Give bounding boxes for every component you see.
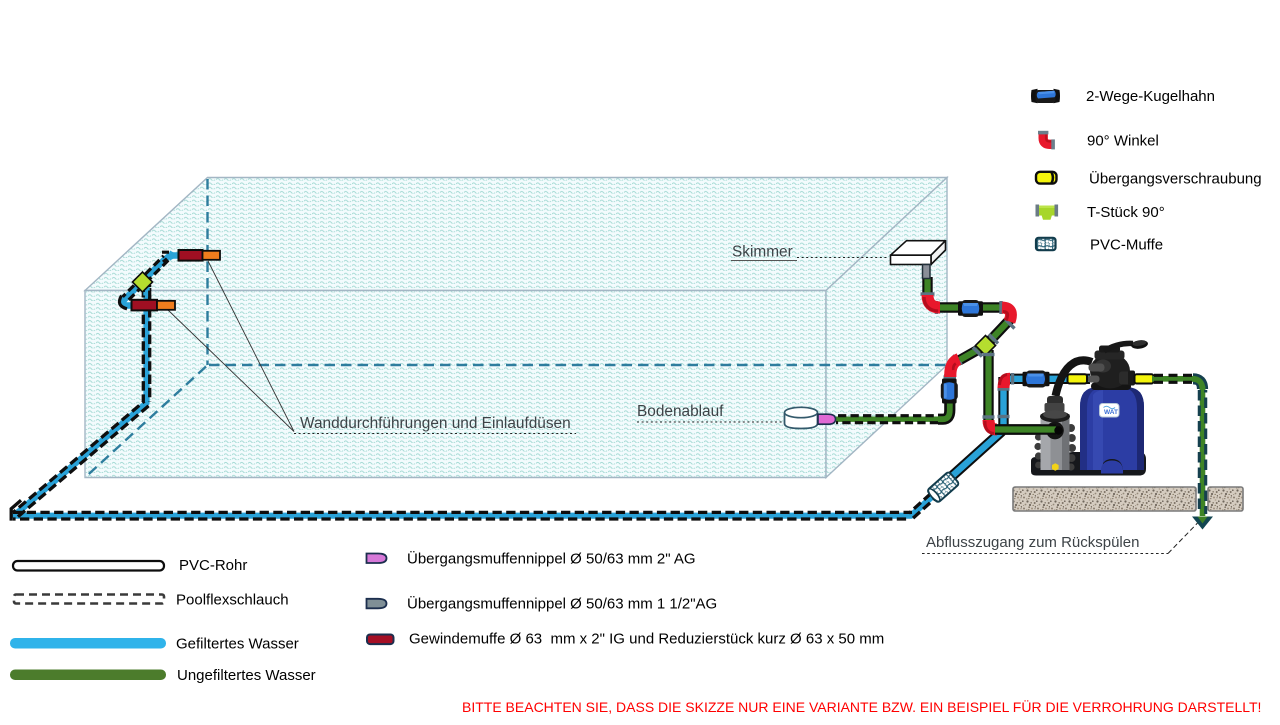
svg-text:PVC-Rohr: PVC-Rohr [179, 557, 247, 574]
svg-text:2-Wege-Kugelhahn: 2-Wege-Kugelhahn [1086, 88, 1215, 105]
svg-text:Ungefiltertes Wasser: Ungefiltertes Wasser [177, 667, 316, 684]
svg-text:90° Winkel: 90° Winkel [1087, 133, 1159, 150]
svg-text:Übergangsverschraubung: Übergangsverschraubung [1089, 170, 1262, 188]
svg-text:Poolflexschlauch: Poolflexschlauch [176, 592, 289, 609]
svg-text:Abflusszugang zum Rückspülen: Abflusszugang zum Rückspülen [926, 534, 1139, 551]
svg-text:WAT: WAT [1104, 409, 1118, 416]
svg-text:T-Stück 90°: T-Stück 90° [1087, 204, 1165, 221]
svg-text:Übergangsmuffennippel Ø 50/63: Übergangsmuffennippel Ø 50/63 mm 1 1/2"A… [407, 595, 717, 613]
svg-text:Übergangsmuffennippel Ø 50/63: Übergangsmuffennippel Ø 50/63 mm 2" AG [407, 550, 696, 568]
svg-text:Bodenablauf: Bodenablauf [637, 403, 724, 420]
svg-text:PVC-Muffe: PVC-Muffe [1090, 237, 1163, 254]
svg-text:Wanddurchführungen und Einlauf: Wanddurchführungen und Einlaufdüsen [300, 415, 571, 432]
svg-text:Gefiltertes Wasser: Gefiltertes Wasser [176, 636, 299, 653]
svg-text:Skimmer: Skimmer [732, 244, 793, 261]
svg-text:BITTE BEACHTEN SIE, DASS DIE S: BITTE BEACHTEN SIE, DASS DIE SKIZZE NUR … [462, 698, 1261, 715]
svg-text:Gewindemuffe Ø 63 mm x 2" IG: Gewindemuffe Ø 63 mm x 2" IG und Reduzie… [409, 631, 884, 648]
